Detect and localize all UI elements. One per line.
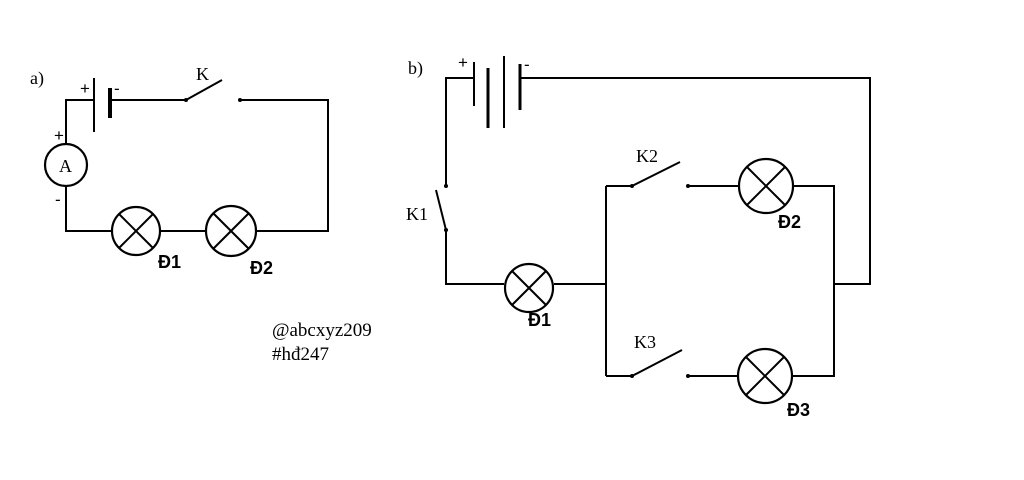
lamp-b-d1-label: Đ1 [528,310,551,330]
circuit-a: a) + - K A + - [30,64,329,278]
lamp-b-d3-cross-2 [745,356,785,396]
watermark: @abcxyz209 #hđ247 [272,320,372,365]
battery-a-plus: + [80,79,90,98]
wire-b-left-top [445,77,474,186]
switch-k3-contact [686,374,690,378]
battery-b: + - [458,53,530,128]
lamp-b-d3-label: Đ3 [787,400,810,420]
ammeter-label: A [59,156,72,176]
lamp-b-d1-cross-2 [511,270,547,306]
switch-k3-blade [631,349,683,377]
switch-k-contact [238,98,242,102]
switch-k3: K3 [630,332,690,378]
lamp-a-d1: Đ1 [110,205,181,272]
lamp-b-d1: Đ1 [503,262,555,330]
lamp-b-d2-cross-2 [746,166,786,206]
switch-k: K [184,64,242,102]
switch-k1: K1 [406,184,448,232]
lamp-b-d2: Đ2 [737,157,801,232]
wire-a-right [240,99,329,232]
lamp-b-d3: Đ3 [736,347,810,420]
switch-k-label: K [196,64,209,84]
wire-a-left-top [65,99,94,143]
switch-k1-blade [435,189,447,231]
lamp-a-d2-cross-2 [212,212,250,250]
ammeter-circle [43,142,89,188]
switch-k2-blade [631,161,681,187]
circuit-b: b) + - K1 [406,53,871,420]
battery-a-minus: - [114,79,120,98]
circuit-b-label: b) [408,58,423,79]
switch-k1-label: K1 [406,204,428,224]
wire-b-left-bottom [445,230,504,285]
lamp-a-d2: Đ2 [204,204,273,278]
watermark-line2: #hđ247 [272,344,329,365]
switch-k2: K2 [630,146,690,188]
battery-b-minus: - [524,55,530,74]
lamp-b-d2-label: Đ2 [778,212,801,232]
wire-a-left-bottom [65,187,112,232]
switch-k1-contact [444,184,448,188]
wire-b-top-right [520,77,871,285]
switch-k-blade [185,79,223,101]
switch-k1-pivot [444,228,448,232]
circuit-a-label: a) [30,68,44,89]
lamp-a-d1-label: Đ1 [158,252,181,272]
lamp-a-d2-label: Đ2 [250,258,273,278]
watermark-line1: @abcxyz209 [272,320,372,341]
switch-k2-contact [686,184,690,188]
ammeter: A + - [43,126,89,209]
battery-a: + - [80,78,120,132]
ammeter-plus: + [54,126,64,145]
lamp-a-d1-cross-2 [118,213,154,249]
wire-b-right-rail [793,185,835,377]
switch-k2-label: K2 [636,146,658,166]
battery-b-plus: + [458,53,468,72]
ammeter-minus: - [55,190,61,209]
switch-k3-label: K3 [634,332,656,352]
